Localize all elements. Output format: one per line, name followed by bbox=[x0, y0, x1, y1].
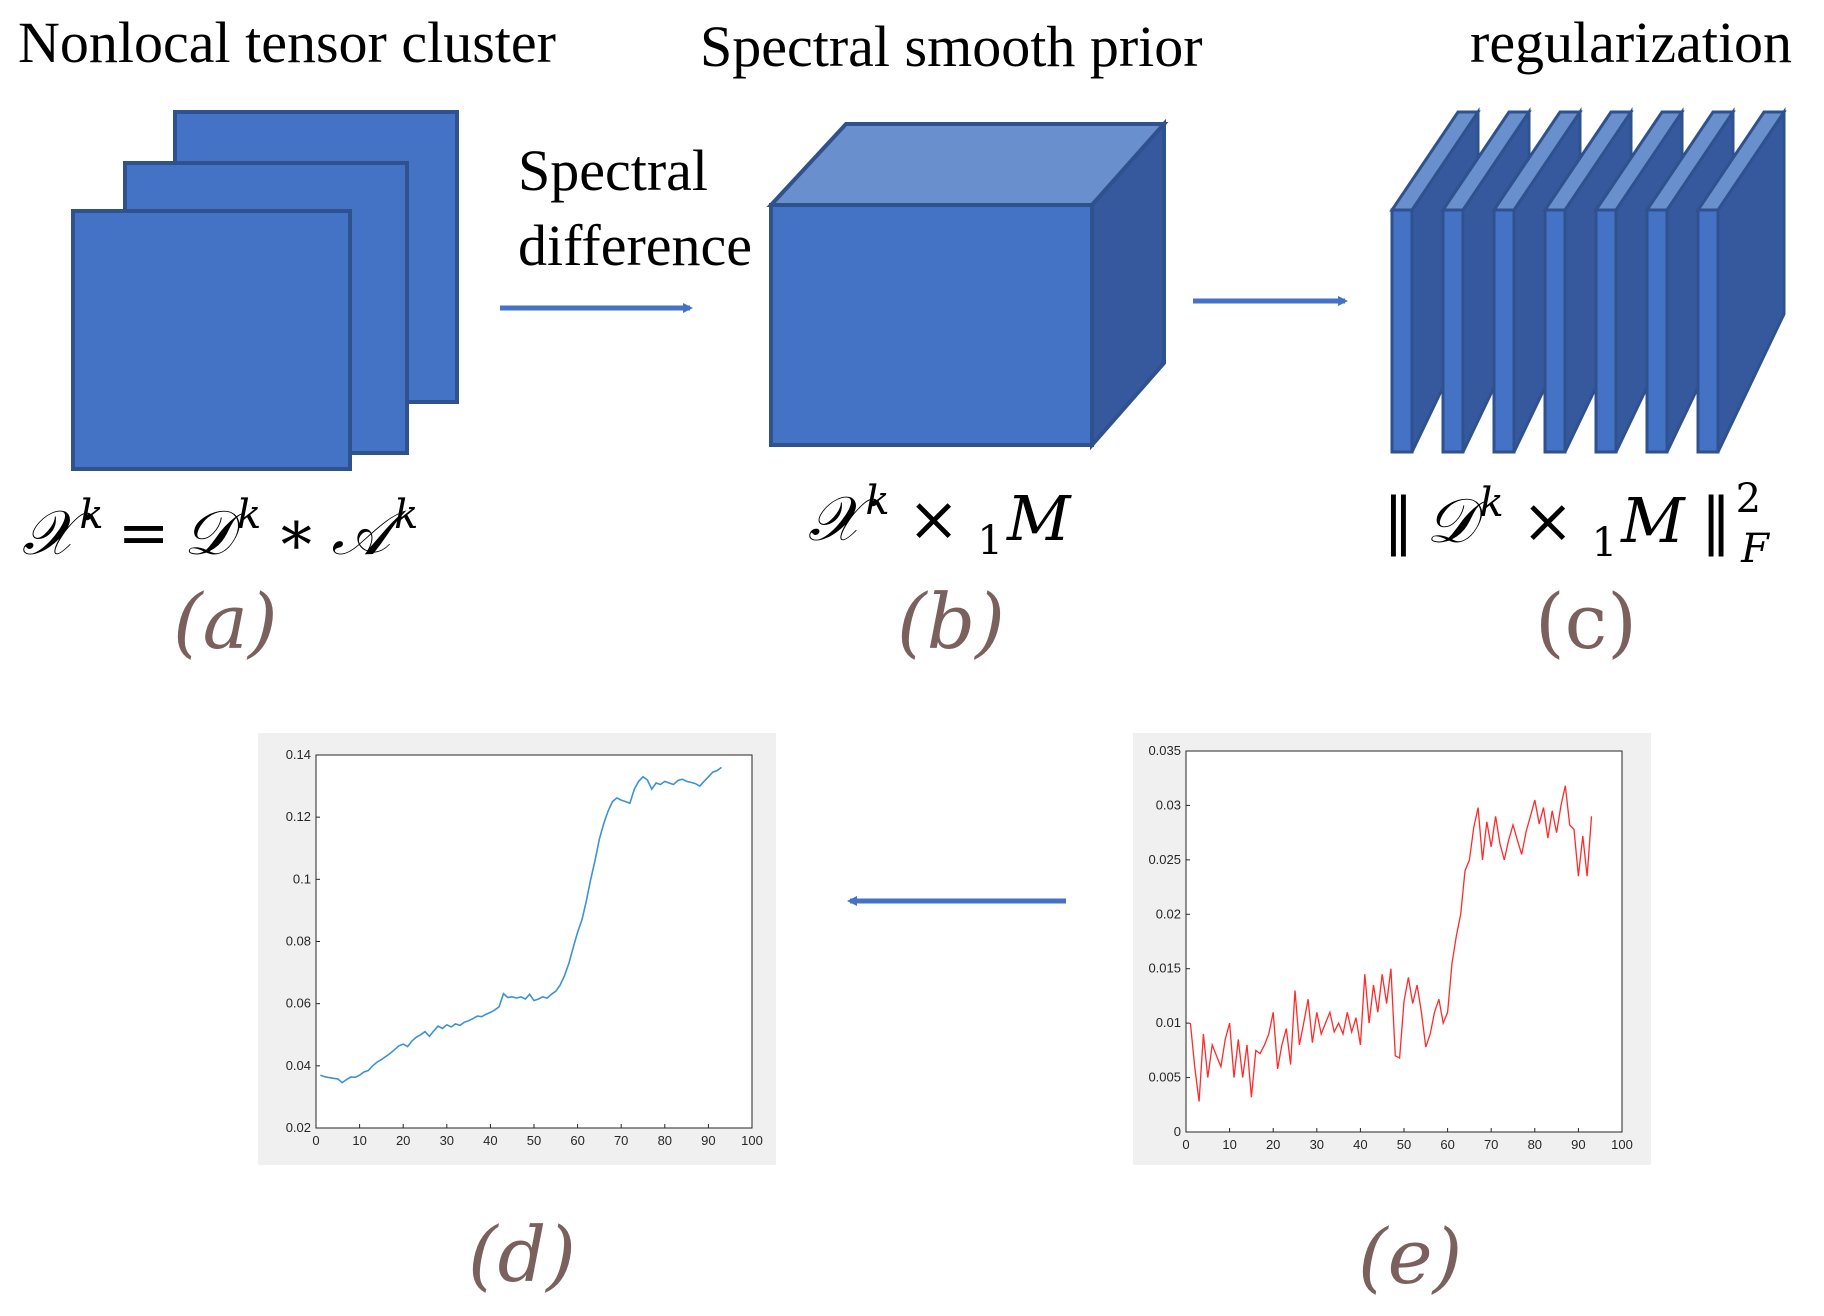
formula-c-two: 2 bbox=[1736, 476, 1761, 522]
panel-label-e: (e) bbox=[1358, 1212, 1462, 1301]
formula-c-norm-left: ‖ bbox=[1383, 484, 1414, 557]
plot-d-y-tick-label: 0.08 bbox=[286, 934, 311, 949]
plot-e-axes bbox=[1185, 750, 1623, 1133]
spectral-slice-front bbox=[1696, 208, 1720, 454]
plot-d-ticks: 0 10 20 30 40 50 60 70 80 90 100 0.02 0.04 0.06 0.08 0.… bbox=[286, 747, 763, 1148]
formula-a-d: 𝒟 bbox=[184, 496, 244, 569]
formula-c-norm-right: ‖ bbox=[1701, 484, 1732, 557]
plot-e-x-tick-label: 50 bbox=[1397, 1137, 1411, 1152]
formula-c-one: 1 bbox=[1592, 520, 1617, 566]
plot-e-x-tick-label: 0 bbox=[1182, 1137, 1189, 1152]
arrow-label-spectral: Spectral bbox=[518, 138, 708, 203]
plot-d-y-tick-label: 0.1 bbox=[293, 871, 311, 886]
spectral-slice bbox=[1695, 107, 1787, 454]
spectral-slice-front bbox=[1492, 208, 1516, 454]
spectral-cube bbox=[766, 118, 1169, 451]
formula-a-star: ∗ bbox=[275, 496, 317, 569]
plot-e-y-tick-label: 0.03 bbox=[1156, 797, 1181, 812]
plot-e-y-tick-label: 0.025 bbox=[1148, 852, 1181, 867]
plot-e-y-tick-label: 0 bbox=[1174, 1124, 1181, 1139]
formula-b-one: 1 bbox=[978, 518, 1003, 564]
plot-d-y-tick-label: 0.04 bbox=[286, 1058, 311, 1073]
plot-d-x-tick-label: 50 bbox=[527, 1133, 541, 1148]
plot-e-x-tick-label: 60 bbox=[1440, 1137, 1454, 1152]
spectral-slice-front bbox=[1441, 208, 1465, 454]
plot-e-y-tick-label: 0.01 bbox=[1156, 1015, 1181, 1030]
plot-d-y-tick-label: 0.12 bbox=[286, 809, 311, 824]
svg-text:‖ 𝒟 k ×: ‖ 𝒟 k × 1 M ‖ 2 F bbox=[1383, 476, 1770, 572]
plot-e: 0 10 20 30 40 50 60 70 80 90 100 0 0.005 0.01 0.015 0.0… bbox=[1133, 733, 1651, 1165]
formula-b: 𝒳 k × 1 M bbox=[808, 478, 1072, 564]
plot-e-y-tick-label: 0.02 bbox=[1156, 906, 1181, 921]
svg-text:𝒳 k = 𝒟: 𝒳 k = 𝒟 k ∗ 𝒜 k bbox=[22, 492, 418, 569]
formula-a-k2: k bbox=[237, 492, 261, 538]
plot-d-y-tick-label: 0.14 bbox=[286, 747, 311, 762]
formula-b-k: k bbox=[865, 478, 889, 524]
plot-d: 0 10 20 30 40 50 60 70 80 90 100 0.02 0.04 0.06 0.08 0.… bbox=[258, 733, 776, 1165]
formula-a: 𝒳 k = 𝒟 k ∗ 𝒜 k bbox=[22, 492, 418, 569]
tensor-slice-front bbox=[71, 209, 352, 471]
panel-label-b: (b) bbox=[897, 577, 1005, 666]
formula-a-k1: k bbox=[79, 492, 103, 538]
heading-spectral-smooth-prior: Spectral smooth prior bbox=[700, 14, 1203, 79]
formula-c-f: F bbox=[1740, 526, 1770, 572]
plot-d-x-tick-label: 20 bbox=[396, 1133, 410, 1148]
plot-d-x-tick-label: 40 bbox=[483, 1133, 497, 1148]
plot-e-x-tick-label: 80 bbox=[1528, 1137, 1542, 1152]
heading-nonlocal-tensor-cluster: Nonlocal tensor cluster bbox=[18, 10, 556, 75]
formula-a-k3: k bbox=[394, 492, 418, 538]
plot-e-series-line bbox=[1189, 785, 1593, 1102]
plot-d-x-tick-label: 70 bbox=[614, 1133, 628, 1148]
panel-label-d: (d) bbox=[468, 1210, 576, 1299]
formula-b-times: × bbox=[908, 482, 960, 555]
plot-d-series-line bbox=[320, 766, 722, 1084]
plot-d-x-tick-label: 10 bbox=[352, 1133, 366, 1148]
plot-d-axes bbox=[315, 754, 753, 1129]
spectral-slice-front bbox=[1594, 208, 1618, 454]
formula-c-k: k bbox=[1479, 480, 1503, 526]
formula-b-m: M bbox=[1006, 482, 1072, 555]
plot-e-x-tick-label: 40 bbox=[1353, 1137, 1367, 1152]
plot-d-x-tick-label: 60 bbox=[570, 1133, 584, 1148]
spectral-band-slices bbox=[1389, 107, 1787, 454]
plot-d-x-tick-label: 90 bbox=[701, 1133, 715, 1148]
plot-d-x-tick-label: 30 bbox=[440, 1133, 454, 1148]
plot-e-y-tick-label: 0.035 bbox=[1148, 743, 1181, 758]
plot-e-x-tick-label: 10 bbox=[1222, 1137, 1236, 1152]
tensor-cluster-slices bbox=[71, 110, 459, 471]
formula-c-times: × bbox=[1522, 484, 1574, 557]
arrow-label-difference: difference bbox=[518, 213, 752, 278]
plot-d-x-tick-label: 0 bbox=[312, 1133, 319, 1148]
formula-c-d: 𝒟 bbox=[1426, 484, 1486, 557]
plot-e-x-tick-label: 20 bbox=[1266, 1137, 1280, 1152]
plot-e-x-tick-label: 100 bbox=[1611, 1137, 1633, 1152]
plot-d-y-tick-label: 0.06 bbox=[286, 996, 311, 1011]
heading-regularization: regularization bbox=[1470, 10, 1792, 75]
plot-e-y-tick-label: 0.005 bbox=[1148, 1070, 1181, 1085]
plot-d-x-tick-label: 80 bbox=[658, 1133, 672, 1148]
spectral-slice-front bbox=[1390, 208, 1414, 454]
plot-e-x-tick-label: 30 bbox=[1310, 1137, 1324, 1152]
spectral-slice-front bbox=[1645, 208, 1669, 454]
formula-c: ‖ 𝒟 k × 1 M ‖ 2 F bbox=[1383, 476, 1770, 572]
plot-e-y-tick-label: 0.015 bbox=[1148, 961, 1181, 976]
cube-front-face bbox=[769, 203, 1094, 447]
spectral-slice-front bbox=[1543, 208, 1567, 454]
panel-label-c: (c) bbox=[1535, 577, 1637, 666]
formula-a-eq: = bbox=[118, 496, 170, 569]
plot-e-x-tick-label: 90 bbox=[1571, 1137, 1585, 1152]
plot-e-ticks: 0 10 20 30 40 50 60 70 80 90 100 0 0.005 0.01 0.015 0.0… bbox=[1148, 743, 1632, 1152]
plot-e-x-tick-label: 70 bbox=[1484, 1137, 1498, 1152]
formula-c-m: M bbox=[1620, 484, 1686, 557]
plot-d-y-tick-label: 0.02 bbox=[286, 1120, 311, 1135]
panel-label-a: (a) bbox=[173, 577, 278, 666]
plot-d-x-tick-label: 100 bbox=[741, 1133, 763, 1148]
svg-text:𝒳 k × 1: 𝒳 k × 1 M bbox=[808, 478, 1072, 564]
